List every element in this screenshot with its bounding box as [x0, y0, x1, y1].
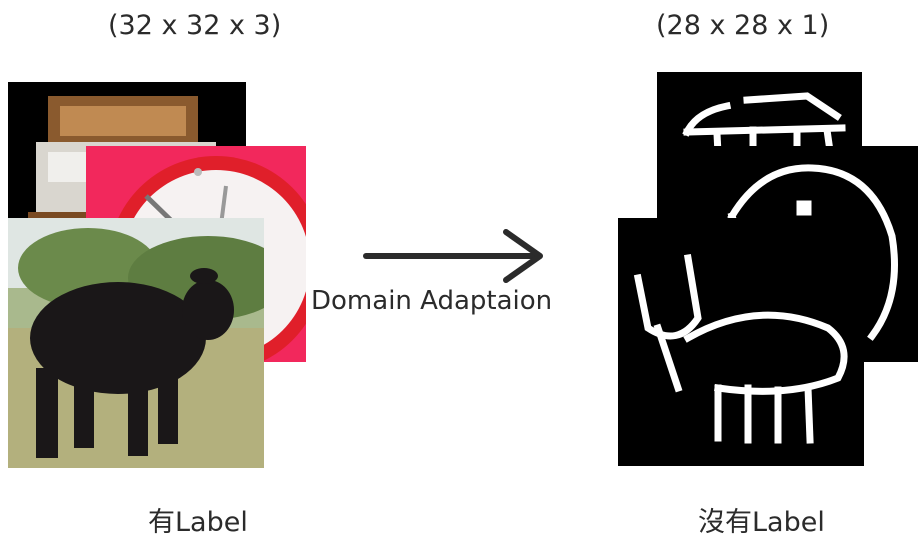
- target-caption: 沒有Label: [698, 507, 825, 538]
- target-dimension-label: (28 x 28 x 1): [656, 10, 830, 41]
- source-dimension-label: (32 x 32 x 3): [108, 10, 282, 41]
- source-image-cow: [8, 218, 264, 468]
- arrow-right-icon: [363, 229, 543, 283]
- domain-adaptation-label: Domain Adaptaion: [311, 286, 553, 316]
- source-caption: 有Label: [148, 507, 248, 538]
- target-image-cow-doodle: [618, 218, 864, 466]
